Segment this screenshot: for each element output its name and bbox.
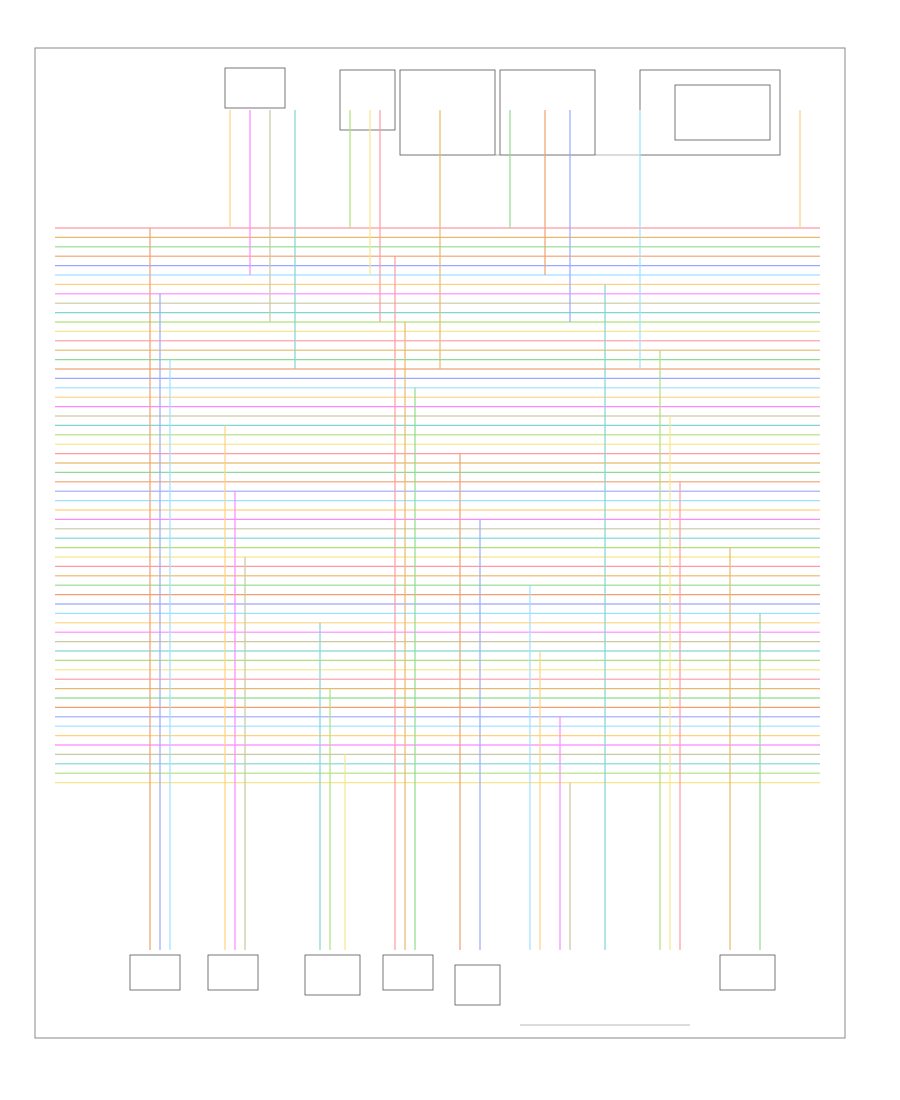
relay-inner	[674, 84, 771, 141]
sensor-3	[304, 954, 361, 996]
fuse-block-2	[499, 69, 596, 156]
diagram-frame	[34, 47, 846, 1039]
sensor-2	[207, 954, 259, 991]
fuse-block-1	[399, 69, 496, 156]
bottom-components	[129, 954, 776, 1026]
sensor-6	[719, 954, 776, 991]
sensor-5	[454, 964, 501, 1006]
wire-harness	[55, 110, 820, 950]
sensor-1	[129, 954, 181, 991]
top-components	[224, 67, 781, 156]
top-connector-1	[224, 67, 286, 109]
sensor-4	[382, 954, 434, 991]
top-module	[339, 69, 396, 131]
